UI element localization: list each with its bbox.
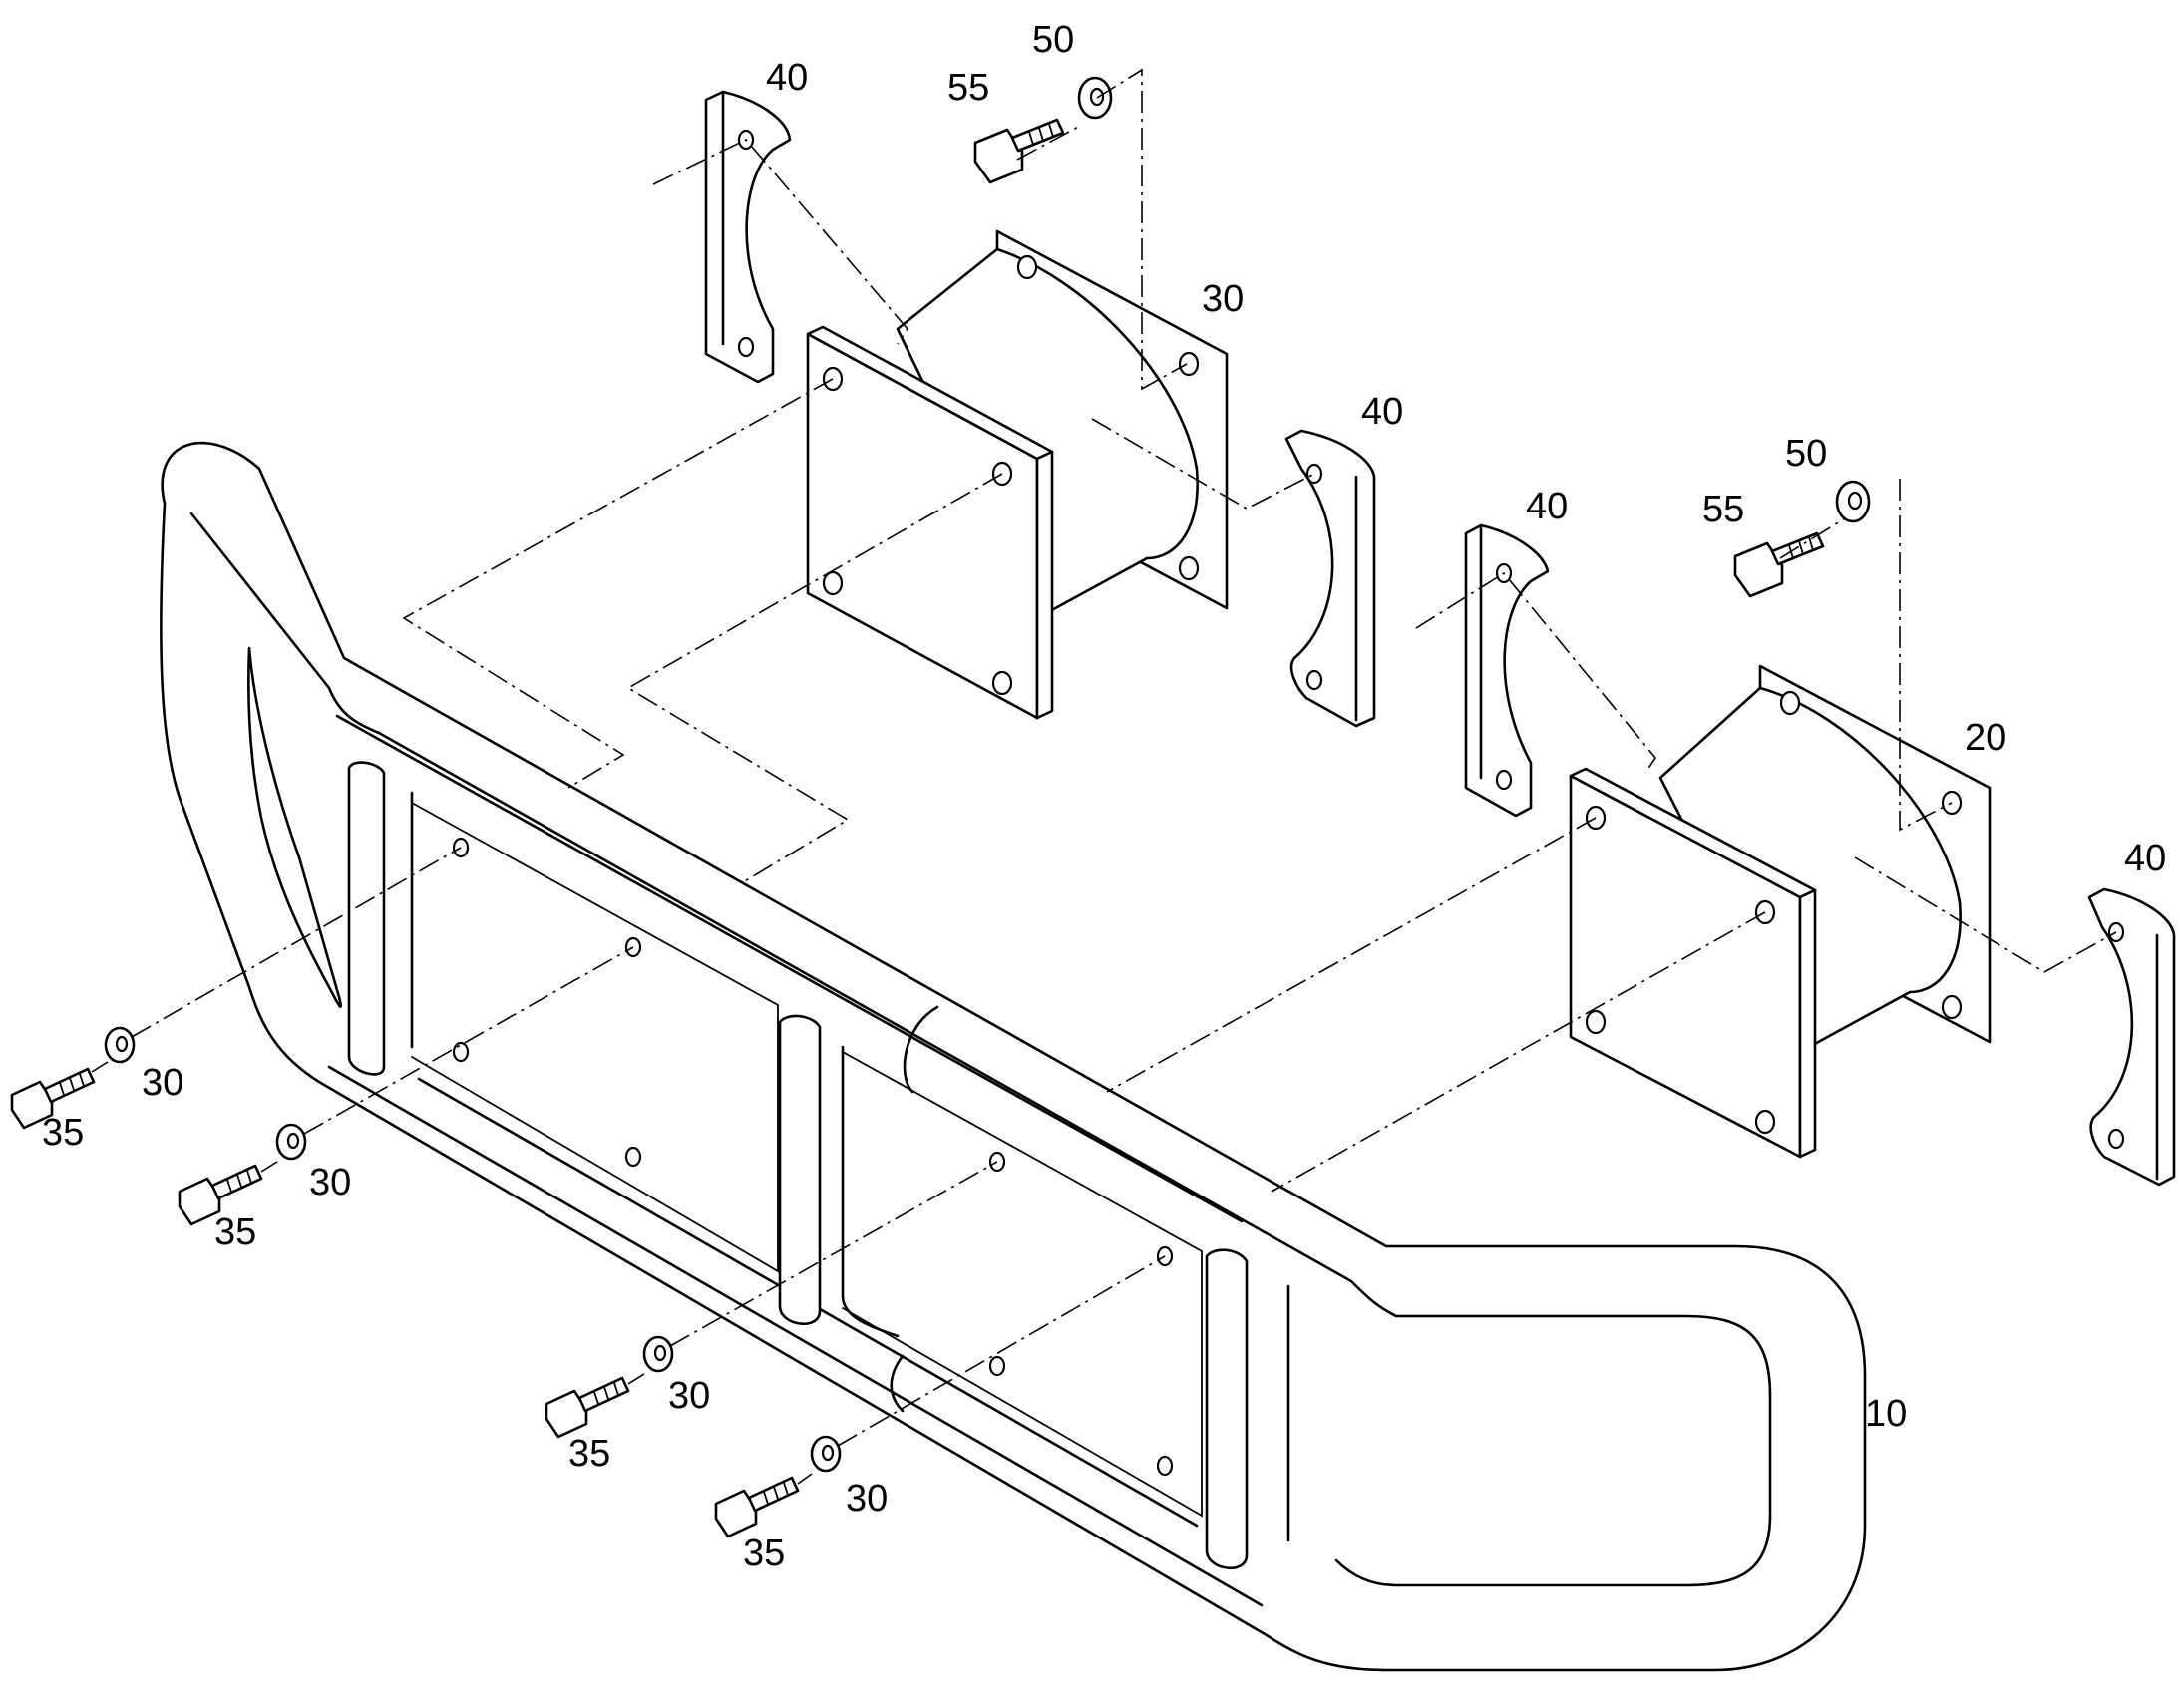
callout-20: 20	[1965, 717, 2006, 759]
callout-40: 40	[2124, 838, 2166, 879]
assembly-leader-lines	[91, 68, 2117, 1485]
bolt-55-upper	[973, 118, 1065, 184]
clamp-bracket-right	[2087, 887, 2176, 1187]
bolt-35-b	[178, 1164, 263, 1226]
callout-30: 30	[142, 1062, 183, 1104]
callout-35: 35	[42, 1112, 84, 1154]
callout-labels: 40 50 55 30 40 50 55 40 20 40 10 30 35 3…	[42, 19, 2166, 1574]
callout-40: 40	[766, 57, 808, 99]
callout-30: 30	[309, 1162, 351, 1203]
washer-30-d	[810, 1435, 842, 1473]
washer-50-upper	[1077, 76, 1113, 120]
clamp-bracket-top-left	[704, 90, 792, 384]
callout-10: 10	[1865, 1393, 1907, 1435]
callout-30: 30	[1202, 278, 1244, 320]
washer-30-c	[642, 1335, 674, 1373]
callout-40: 40	[1526, 486, 1568, 527]
bolt-35-c	[545, 1376, 630, 1439]
bolt-35-d	[714, 1476, 800, 1538]
callout-30: 30	[846, 1478, 888, 1520]
callout-40: 40	[1361, 391, 1403, 433]
washer-50-right	[1835, 480, 1871, 523]
callout-35: 35	[743, 1533, 785, 1574]
bolt-35-a	[10, 1067, 96, 1130]
clamp-bracket-mid	[1464, 523, 1550, 818]
mount-block-upper	[806, 229, 1229, 720]
callout-50: 50	[1032, 19, 1074, 61]
clamp-bracket-top-right	[1284, 429, 1376, 728]
callout-55: 55	[1702, 489, 1744, 530]
bolt-55-right	[1733, 531, 1825, 598]
bumper-bar	[160, 441, 1867, 1672]
washer-30-b	[275, 1123, 307, 1161]
callout-30: 30	[668, 1375, 710, 1417]
washer-30-a	[104, 1026, 136, 1064]
callout-35: 35	[214, 1211, 256, 1253]
mount-block-lower	[1569, 664, 1992, 1159]
callout-55: 55	[947, 67, 989, 109]
callout-50: 50	[1785, 433, 1827, 475]
callout-35: 35	[568, 1433, 610, 1475]
